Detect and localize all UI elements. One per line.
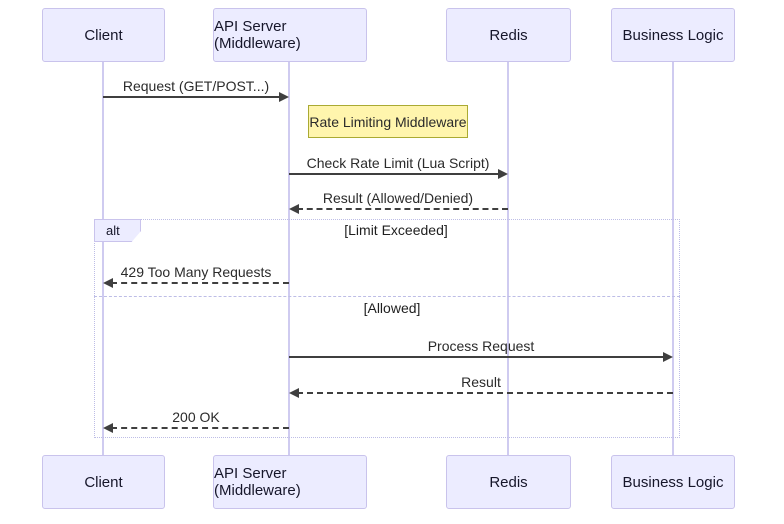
- participant-client-top: Client: [42, 8, 165, 62]
- participant-label: Client: [84, 26, 123, 44]
- participant-redis-bottom: Redis: [446, 455, 571, 509]
- alt-condition-limit-exceeded: [Limit Exceeded]: [344, 222, 448, 238]
- participant-label: Redis: [489, 26, 528, 44]
- alt-label: alt: [94, 219, 141, 242]
- arrowhead-left-icon: [103, 278, 113, 288]
- message-request-label: Request (GET/POST...): [122, 78, 270, 94]
- alt-frame: [94, 219, 680, 438]
- participant-business-logic-top: Business Logic: [611, 8, 735, 62]
- arrowhead-right-icon: [663, 352, 673, 362]
- message-result-line: [297, 392, 673, 394]
- message-process-request-label: Process Request: [427, 338, 535, 354]
- arrowhead-right-icon: [279, 92, 289, 102]
- participant-label: Business Logic: [622, 26, 724, 44]
- message-result-label: Result: [461, 374, 501, 390]
- participant-label: API Server (Middleware): [214, 18, 301, 52]
- participant-label: Client: [84, 473, 123, 491]
- message-200-ok-label: 200 OK: [172, 409, 220, 425]
- note-label: Rate Limiting Middleware: [309, 113, 467, 130]
- message-process-request-line: [289, 356, 665, 358]
- message-check-rate-limit-label: Check Rate Limit (Lua Script): [306, 155, 490, 171]
- message-result-allowed-denied-line: [297, 208, 508, 210]
- alt-divider: [94, 296, 680, 297]
- message-request-line: [103, 96, 281, 98]
- arrowhead-left-icon: [289, 204, 299, 214]
- note-rate-limiting: Rate Limiting Middleware: [308, 105, 468, 138]
- message-429-line: [111, 282, 289, 284]
- alt-title: alt: [106, 223, 120, 238]
- message-429-label: 429 Too Many Requests: [120, 264, 272, 280]
- arrowhead-left-icon: [103, 423, 113, 433]
- lifeline-business-logic: [672, 62, 674, 455]
- lifeline-redis: [507, 62, 509, 455]
- lifeline-client: [102, 62, 104, 455]
- lifeline-api-server: [288, 62, 290, 455]
- participant-api-server-bottom: API Server (Middleware): [213, 455, 367, 509]
- participant-redis-top: Redis: [446, 8, 571, 62]
- message-check-rate-limit-line: [289, 173, 500, 175]
- participant-label: Redis: [489, 473, 528, 491]
- message-200-ok-line: [111, 427, 289, 429]
- participant-api-server-top: API Server (Middleware): [213, 8, 367, 62]
- arrowhead-left-icon: [289, 388, 299, 398]
- participant-label: API Server (Middleware): [214, 465, 301, 499]
- message-result-allowed-denied-label: Result (Allowed/Denied): [322, 190, 474, 206]
- participant-client-bottom: Client: [42, 455, 165, 509]
- participant-business-logic-bottom: Business Logic: [611, 455, 735, 509]
- participant-label: Business Logic: [622, 473, 724, 491]
- arrowhead-right-icon: [498, 169, 508, 179]
- alt-condition-allowed: [Allowed]: [363, 300, 421, 316]
